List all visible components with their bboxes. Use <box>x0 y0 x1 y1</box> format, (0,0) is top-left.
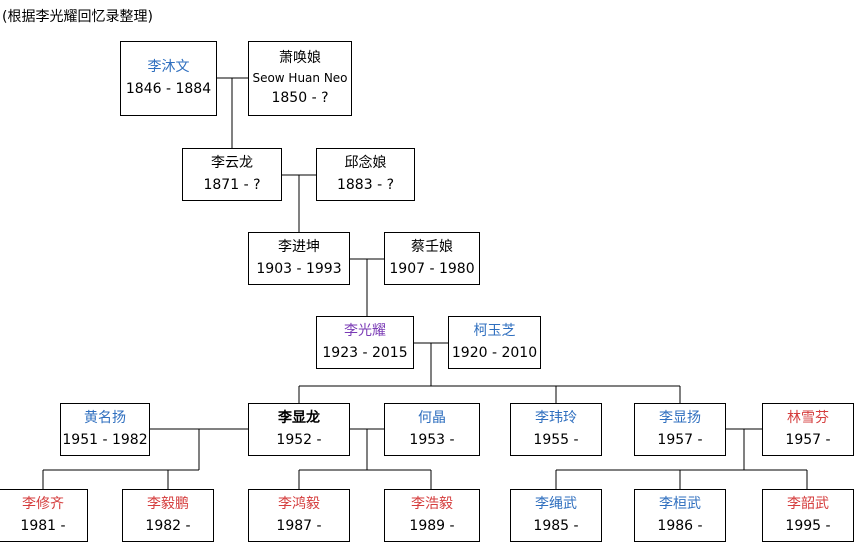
person-years: 1989 - <box>409 517 455 534</box>
person-years: 1883 - ? <box>336 176 394 193</box>
person-name: 李玮玲 <box>535 409 577 426</box>
person-name: 李显龙 <box>278 409 320 426</box>
person-he-jing: 何晶 1953 - <box>384 403 480 456</box>
person-li-shengwu: 李绳武 1985 - <box>510 489 602 542</box>
person-name: 柯玉芝 <box>473 322 516 339</box>
person-name: 邱念娘 <box>344 154 387 171</box>
person-years: 1955 - <box>533 431 579 448</box>
person-li-hongyi: 李鸿毅 1987 - <box>248 489 350 542</box>
person-li-jinkun: 李进坤 1903 - 1993 <box>248 232 350 285</box>
person-years: 1903 - 1993 <box>256 260 342 277</box>
person-years: 1953 - <box>409 431 455 448</box>
person-years: 1871 - ? <box>203 176 261 193</box>
person-ke-yuzhi: 柯玉芝 1920 - 2010 <box>448 316 541 369</box>
chart-caption: (根据李光耀回忆录整理) <box>2 9 153 25</box>
person-years: 1987 - <box>276 517 322 534</box>
person-name: 李云龙 <box>211 154 253 171</box>
person-years: 1846 - 1884 <box>125 80 212 97</box>
person-years: 1923 - 2015 <box>322 344 408 361</box>
person-name: 萧唤娘 <box>279 49 321 66</box>
person-years: 1982 - <box>145 517 191 534</box>
person-li-xianyang: 李显扬 1957 - <box>634 403 726 456</box>
person-name: 何晶 <box>418 409 446 426</box>
person-li-guangyao: 李光耀 1923 - 2015 <box>316 316 414 369</box>
person-years: 1957 - <box>657 431 703 448</box>
person-li-yipeng: 李毅鹏 1982 - <box>122 489 214 542</box>
person-cai-renniang: 蔡壬娘 1907 - 1980 <box>384 232 480 285</box>
person-years: 1995 - <box>785 517 831 534</box>
person-name: 李韶武 <box>787 495 829 512</box>
person-li-huanwu: 李桓武 1986 - <box>634 489 726 542</box>
person-name: 李毅鹏 <box>147 495 189 512</box>
person-name: 李进坤 <box>278 238 320 255</box>
person-name: 黄名扬 <box>84 409 126 426</box>
person-name: 李桓武 <box>659 495 701 512</box>
person-years: 1957 - <box>785 431 831 448</box>
person-li-xianlong: 李显龙 1952 - <box>248 403 350 456</box>
person-li-shaowu: 李韶武 1995 - <box>762 489 854 542</box>
person-li-muwen: 李沐文 1846 - 1884 <box>120 41 217 116</box>
person-years: 1952 - <box>276 431 322 448</box>
person-name: 李沐文 <box>147 58 190 75</box>
person-li-yunlong: 李云龙 1871 - ? <box>182 148 282 201</box>
person-name: 李绳武 <box>535 495 577 512</box>
person-xiao-huanniang: 萧唤娘 Seow Huan Neo 1850 - ? <box>248 41 352 116</box>
person-name: 李修齐 <box>22 495 64 512</box>
person-name: 李显扬 <box>659 409 701 426</box>
person-name: 李浩毅 <box>411 495 453 512</box>
person-name: 李光耀 <box>344 322 386 339</box>
person-years: 1986 - <box>657 517 703 534</box>
person-name: 蔡壬娘 <box>411 238 453 255</box>
person-lin-xuefen: 林雪芬 1957 - <box>762 403 854 456</box>
person-qiu-nianniang: 邱念娘 1883 - ? <box>316 148 415 201</box>
person-years: 1907 - 1980 <box>389 260 475 277</box>
person-name: 李鸿毅 <box>278 495 320 512</box>
person-name: 林雪芬 <box>787 409 829 426</box>
person-years: 1920 - 2010 <box>451 344 538 361</box>
person-years: 1850 - ? <box>271 89 329 106</box>
person-huang-mingyang: 黄名扬 1951 - 1982 <box>60 403 150 456</box>
person-li-weiling: 李玮玲 1955 - <box>510 403 602 456</box>
person-li-haoyi: 李浩毅 1989 - <box>384 489 480 542</box>
person-li-xiuqi: 李修齐 1981 - <box>0 489 88 542</box>
person-years: 1985 - <box>533 517 579 534</box>
person-years: 1981 - <box>20 517 66 534</box>
person-years: 1951 - 1982 <box>62 431 148 448</box>
person-alt-name: Seow Huan Neo <box>252 71 348 86</box>
